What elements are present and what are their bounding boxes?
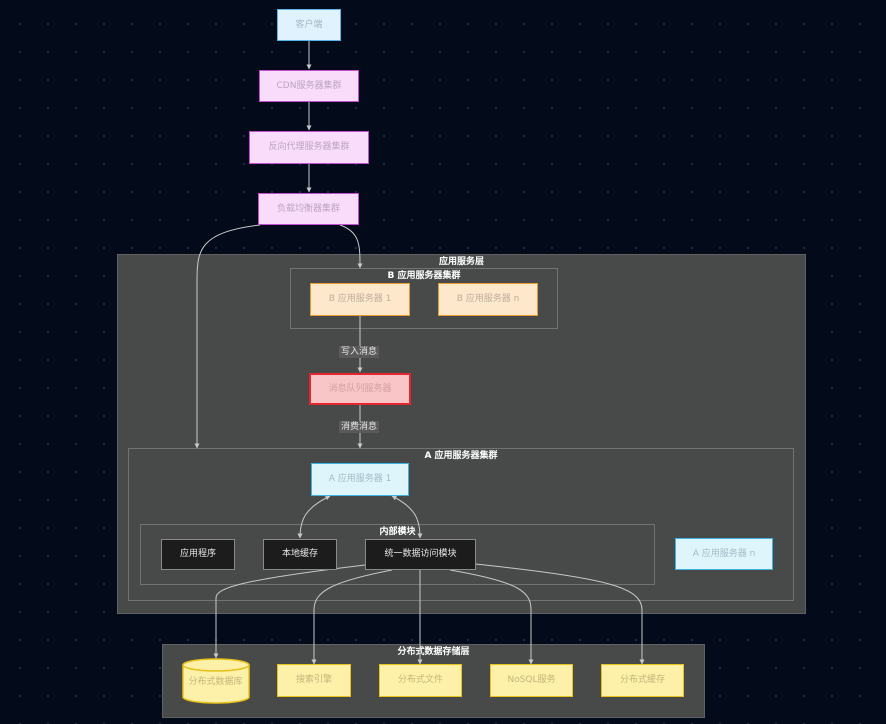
edge-lb-b-server <box>339 224 363 269</box>
edge-access-db <box>213 564 366 659</box>
database-cylinder-icon <box>182 658 250 704</box>
edge-a-server-data-access <box>391 495 423 539</box>
group-storage-layer-title: 分布式数据存储层 <box>397 647 470 657</box>
node-distributed-file[interactable]: 分布式文件 <box>379 664 462 697</box>
node-app-program[interactable]: 应用程序 <box>161 539 235 570</box>
node-nosql-service[interactable]: NoSQL服务 <box>490 664 573 697</box>
node-reverse-proxy-cluster[interactable]: 反向代理服务器集群 <box>249 131 369 164</box>
edge-label-write-message: 写入消息 <box>339 346 380 358</box>
node-a-server-n[interactable]: A 应用服务器 n <box>675 538 773 570</box>
node-cdn-cluster[interactable]: CDN服务器集群 <box>259 70 359 102</box>
node-distributed-database[interactable]: 分布式数据库 <box>188 677 243 687</box>
node-a-server-1[interactable]: A 应用服务器 1 <box>311 463 409 496</box>
node-search-engine[interactable]: 搜索引擎 <box>277 664 351 697</box>
node-b-server-1[interactable]: B 应用服务器 1 <box>310 283 410 316</box>
edge-access-cache <box>474 563 645 665</box>
node-distributed-cache[interactable]: 分布式缓存 <box>601 664 684 697</box>
edge-access-search <box>311 569 393 665</box>
node-data-access-module[interactable]: 统一数据访问模块 <box>365 539 476 570</box>
node-client[interactable]: 客户端 <box>277 9 341 41</box>
edge-label-consume-message: 消费消息 <box>339 421 380 433</box>
edge-lb-a-cluster <box>194 224 261 449</box>
edge-access-nosql <box>449 569 534 665</box>
node-load-balancer-cluster[interactable]: 负载均衡器集群 <box>258 193 359 225</box>
group-app-layer-title: 应用服务层 <box>438 257 484 267</box>
node-message-queue[interactable]: 消息队列服务器 <box>309 373 411 405</box>
node-b-server-n[interactable]: B 应用服务器 n <box>438 283 538 316</box>
node-local-cache[interactable]: 本地缓存 <box>263 539 337 570</box>
group-b-cluster-title: B 应用服务器集群 <box>387 271 461 281</box>
group-a-cluster-title: A 应用服务器集群 <box>424 451 498 461</box>
edge-a-server-local-cache <box>297 495 331 539</box>
